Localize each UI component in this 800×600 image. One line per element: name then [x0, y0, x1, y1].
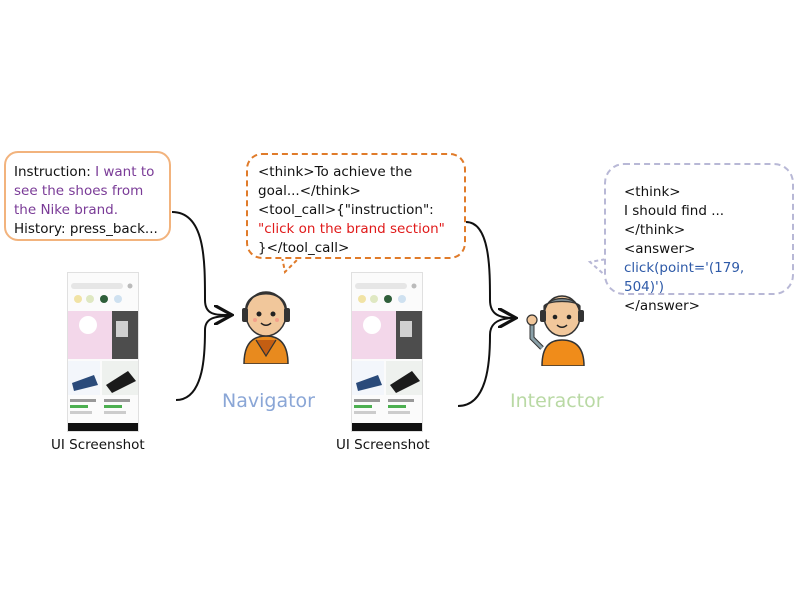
nav-line-2: goal...</think>	[258, 183, 361, 199]
arrow-screenshot2-to-interactor	[457, 317, 515, 407]
screenshot-2-label: UI Screenshot	[336, 437, 430, 453]
int-line-1: <think>	[624, 184, 681, 200]
navigator-label: Navigator	[222, 390, 315, 412]
navigator-output-box: <think>To achieve the goal...</think> <t…	[246, 153, 466, 259]
waving-agent-headset-icon	[526, 295, 585, 366]
instruction-history-box: Instruction: I want to see the shoes fro…	[4, 151, 171, 241]
arrow-input-to-navigator	[171, 211, 230, 315]
nav-line-1: <think>To achieve the	[258, 164, 413, 180]
interactor-output-box: <think> I should find ... </think> <answ…	[604, 163, 794, 314]
nav-line-3: <tool_call>{"instruction":	[258, 202, 434, 218]
ui-screenshot-2	[351, 272, 423, 432]
int-line-4: <answer>	[624, 241, 696, 257]
ui-screenshot-1	[67, 272, 139, 432]
int-line-3: </think>	[624, 222, 686, 238]
navigator-bubble-tail	[281, 256, 301, 275]
shopping-app-screenshot-icon	[352, 273, 422, 431]
arrow-nav-to-interactor	[465, 221, 514, 318]
int-line-5: click(point='(179, 504)')	[624, 260, 745, 295]
int-line-6: </answer>	[624, 298, 700, 314]
screenshot-1-label: UI Screenshot	[51, 437, 145, 453]
nav-line-5: }</tool_call>	[258, 240, 350, 256]
interactor-label: Interactor	[510, 390, 604, 412]
arrow-screenshot1-to-navigator	[175, 315, 231, 401]
instruction-label: Instruction:	[14, 164, 96, 180]
history-text: History: press_back...	[14, 221, 158, 237]
int-line-2: I should find ...	[624, 203, 725, 219]
nav-line-4: "click on the brand section"	[258, 221, 445, 237]
monk-headset-icon	[242, 291, 290, 364]
shopping-app-screenshot-icon	[68, 273, 138, 431]
instruction-text: I want to see the shoes from the Nike br…	[14, 164, 155, 218]
